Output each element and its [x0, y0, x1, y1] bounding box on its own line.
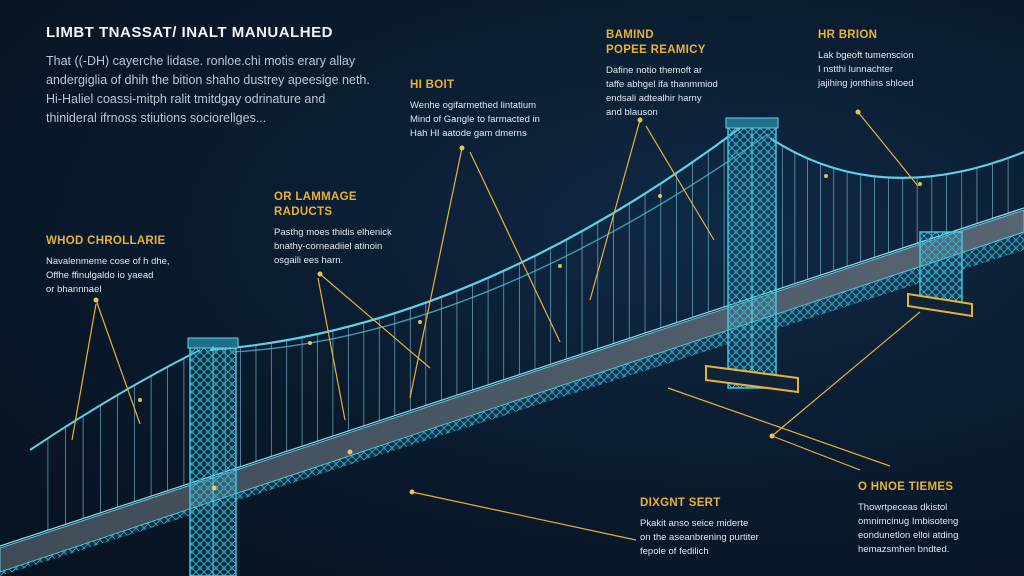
leader-lines	[71, 111, 921, 541]
deck-rail	[0, 207, 1024, 547]
callout-or-lammage: OR LAMMAGE RADUCTS Pasthg moes thidis el…	[274, 190, 424, 268]
main-cable-rear	[231, 133, 769, 353]
callout-text: Pasthg moes thidis elhenick bnathy-corne…	[274, 227, 392, 266]
callout-text: Wenhe ogifarmethed lintatium Mind of Gan…	[410, 100, 540, 139]
callout-dixgnt: DIXGNT SERT Pkakit anso seice miderte on…	[640, 496, 800, 559]
callout-bamind: BAMIND POPEE REAMICY Dafine notio themof…	[606, 28, 746, 120]
intro-paragraph: That ((-DH) cayerche lidase. ronloe.chi …	[46, 54, 370, 125]
callout-title: O HNOE TIEMES	[858, 481, 954, 493]
callout-text: Navalenmeme cose of h dhe, Offhe ffinulg…	[46, 256, 170, 295]
right-tower	[705, 117, 799, 394]
callout-title: OR LAMMAGE RADUCTS	[274, 191, 357, 218]
callout-title: HI BOIT	[410, 79, 455, 91]
main-cable-center	[209, 127, 741, 352]
callout-text: Lak bgeoft tumenscion I nstthi lunnachte…	[818, 50, 914, 89]
callout-whod: WHOD CHROLLARIE Navalenmeme cose of h dh…	[46, 234, 206, 297]
callout-hi-boit: HI BOIT Wenhe ogifarmethed lintatium Min…	[410, 78, 570, 141]
leader-dots	[93, 109, 861, 495]
callout-o-hnoe: O HNOE TIEMES Thowrtpeceas dkistol omnim…	[858, 480, 1008, 557]
callout-title: BAMIND POPEE REAMICY	[606, 29, 706, 56]
main-cable-left	[29, 349, 201, 451]
callout-title: HR BRION	[818, 29, 878, 41]
callout-title: WHOD CHROLLARIE	[46, 235, 166, 247]
callout-text: Pkakit anso seice miderte on the aseanbr…	[640, 518, 759, 557]
callout-title: DIXGNT SERT	[640, 497, 721, 509]
cable-nodes	[138, 174, 922, 491]
callout-text: Thowrtpeceas dkistol omnimcinug Imbisote…	[858, 502, 959, 555]
left-tower	[187, 337, 239, 576]
right-pier	[907, 231, 973, 318]
suspender-cables	[47, 139, 1009, 531]
callout-text: Dafine notio themoft ar taffe abhgel ifa…	[606, 65, 718, 118]
main-cable-right	[769, 137, 1024, 179]
callout-hr-brion: HR BRION Lak bgeoft tumenscion I nstthi …	[818, 28, 978, 91]
diagram-title: LIMBT TNASSAT/ INALT MANUALHED	[46, 24, 333, 41]
